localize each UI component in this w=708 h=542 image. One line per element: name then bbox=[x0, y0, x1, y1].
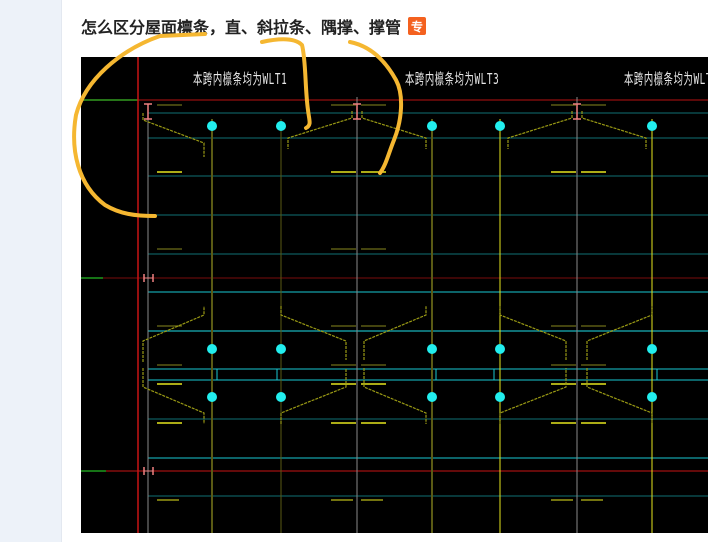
cad-drawing-image[interactable]: 本跨内檩条均为WLT1 本跨内檩条均为WLT3 本跨内檩条均为WLT bbox=[81, 57, 708, 533]
cad-column-dot bbox=[647, 392, 657, 402]
cad-span-label: 本跨内檩条均为WLT3 bbox=[405, 70, 500, 88]
cad-column-dot bbox=[647, 344, 657, 354]
cad-brace-line bbox=[280, 306, 347, 360]
cad-brace-line bbox=[142, 113, 205, 157]
cad-span-label: 本跨内檩条均为WLT1 bbox=[193, 70, 288, 88]
expert-badge-icon: 专 bbox=[408, 17, 427, 35]
cad-column-dot bbox=[276, 392, 286, 402]
cad-column-dot bbox=[427, 392, 437, 402]
cad-brace-line bbox=[507, 111, 573, 149]
left-gutter bbox=[0, 0, 62, 542]
cad-column-dot bbox=[427, 121, 437, 131]
cad-column-dot bbox=[647, 121, 657, 131]
question-header: 怎么区分屋面檩条，直、斜拉条、隅撑、撑管 专 bbox=[81, 13, 427, 39]
cad-brace-line bbox=[499, 306, 567, 360]
cad-brace-line bbox=[280, 368, 347, 424]
cad-brace-line bbox=[361, 111, 427, 149]
cad-span-label: 本跨内檩条均为WLT bbox=[624, 70, 708, 88]
cad-drawing-canvas bbox=[81, 57, 708, 533]
cad-column-dot bbox=[495, 121, 505, 131]
cad-brace-line bbox=[581, 111, 647, 149]
cad-column-dot bbox=[276, 121, 286, 131]
cad-column-dot bbox=[207, 392, 217, 402]
cad-brace-line bbox=[499, 368, 567, 424]
cad-brace-line bbox=[142, 368, 205, 424]
cad-brace-line bbox=[586, 306, 653, 360]
cad-brace-line bbox=[142, 306, 205, 362]
cad-column-dot bbox=[495, 392, 505, 402]
cad-column-dot bbox=[207, 121, 217, 131]
cad-column-dot bbox=[427, 344, 437, 354]
cad-brace-line bbox=[363, 306, 427, 360]
cad-brace-line bbox=[363, 368, 427, 424]
question-title[interactable]: 怎么区分屋面檩条，直、斜拉条、隅撑、撑管 bbox=[81, 18, 402, 37]
cad-column-dot bbox=[276, 344, 286, 354]
cad-brace-line bbox=[287, 111, 353, 149]
cad-column-dot bbox=[495, 344, 505, 354]
cad-brace-line bbox=[586, 368, 653, 424]
cad-column-dot bbox=[207, 344, 217, 354]
